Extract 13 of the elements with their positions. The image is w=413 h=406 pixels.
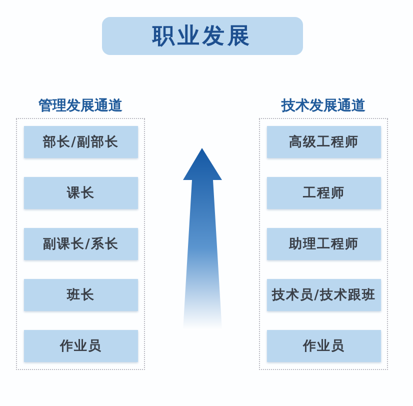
rank-box: 副课长/系长 xyxy=(24,228,138,260)
rank-box: 高级工程师 xyxy=(267,126,381,158)
rank-box: 作业员 xyxy=(267,330,381,362)
rank-box: 课长 xyxy=(24,177,138,209)
rank-box: 技术员/技术跟班 xyxy=(267,279,381,311)
title-box: 职业发展 xyxy=(102,17,303,55)
rank-box: 作业员 xyxy=(24,330,138,362)
rank-box: 部长/副部长 xyxy=(24,126,138,158)
rank-box: 班长 xyxy=(24,279,138,311)
column-heading: 管理发展通道 xyxy=(38,97,124,116)
rank-box: 助理工程师 xyxy=(267,228,381,260)
rank-box: 工程师 xyxy=(267,177,381,209)
column-heading: 技术发展通道 xyxy=(280,97,366,116)
